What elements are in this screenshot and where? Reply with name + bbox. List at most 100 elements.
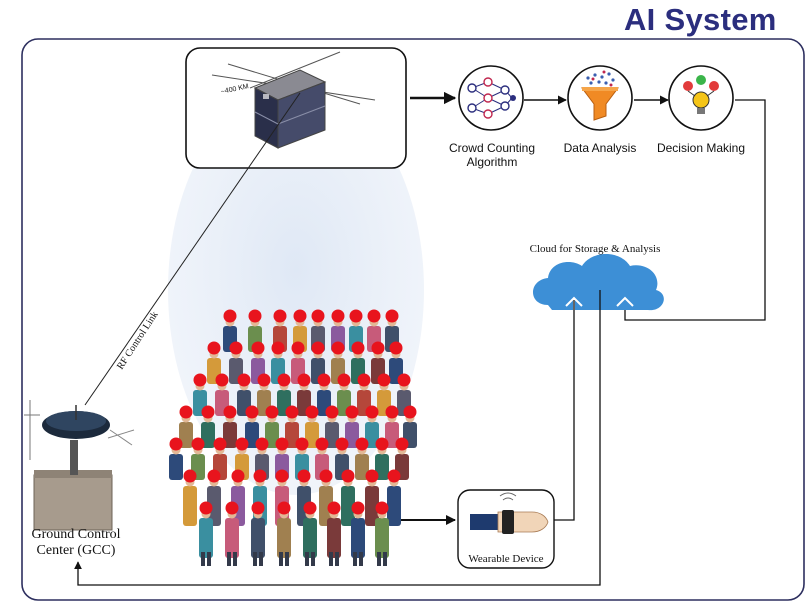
data-analysis-label: Data Analysis xyxy=(563,141,637,155)
person-leg xyxy=(279,552,283,566)
head-detection-marker xyxy=(365,405,379,419)
head-detection-marker xyxy=(213,437,227,451)
person-leg xyxy=(305,552,309,566)
person-leg xyxy=(359,552,363,566)
person-body xyxy=(245,422,259,448)
gcc-label-line2: Center (GCC) xyxy=(36,543,116,559)
head-detection-marker xyxy=(365,469,379,483)
crowd-counting-node xyxy=(458,65,524,131)
person-body xyxy=(341,486,355,526)
head-detection-marker xyxy=(199,501,213,515)
head-detection-marker xyxy=(367,309,381,323)
person-body xyxy=(387,486,401,526)
person-body xyxy=(385,422,399,448)
head-detection-marker xyxy=(245,405,259,419)
person-body xyxy=(327,518,341,558)
gcc-label-line1: Ground Control xyxy=(31,527,121,542)
person-leg xyxy=(377,552,381,566)
head-detection-marker xyxy=(371,341,385,355)
person-body xyxy=(345,422,359,448)
person-leg xyxy=(227,552,231,566)
person-body xyxy=(179,422,193,448)
head-detection-marker xyxy=(305,405,319,419)
head-detection-marker xyxy=(335,437,349,451)
head-detection-marker xyxy=(385,405,399,419)
head-detection-marker xyxy=(297,373,311,387)
page-title: AI System xyxy=(624,2,777,37)
cloud-label: Cloud for Storage & Analysis xyxy=(529,243,661,255)
head-detection-marker xyxy=(375,501,389,515)
person-leg xyxy=(207,552,211,566)
wearable-device-icon xyxy=(470,492,549,534)
person-body xyxy=(319,486,333,526)
head-detection-marker xyxy=(248,309,262,323)
head-detection-marker xyxy=(277,373,291,387)
crowd-counting-label-line2: Algorithm xyxy=(466,154,518,169)
person-body xyxy=(325,422,339,448)
head-detection-marker xyxy=(231,469,245,483)
head-detection-marker xyxy=(357,373,371,387)
head-detection-marker xyxy=(257,373,271,387)
head-detection-marker xyxy=(277,501,291,515)
data-analysis-node xyxy=(567,65,633,131)
head-detection-marker xyxy=(253,469,267,483)
cloud-icon xyxy=(533,254,664,316)
head-detection-marker xyxy=(291,341,305,355)
person-leg xyxy=(233,552,237,566)
head-detection-marker xyxy=(327,501,341,515)
head-detection-marker xyxy=(351,501,365,515)
person-body xyxy=(207,486,221,526)
head-detection-marker xyxy=(285,405,299,419)
person-body xyxy=(375,454,389,480)
head-detection-marker xyxy=(311,309,325,323)
head-detection-marker xyxy=(351,341,365,355)
person-body xyxy=(251,518,265,558)
head-detection-marker xyxy=(251,501,265,515)
person-body xyxy=(277,518,291,558)
head-detection-marker xyxy=(341,469,355,483)
head-detection-marker xyxy=(271,341,285,355)
head-detection-marker xyxy=(337,373,351,387)
head-detection-marker xyxy=(315,437,329,451)
connector-cloud-to-gcc xyxy=(74,290,601,586)
connector-wearable-to-cloud xyxy=(554,300,575,521)
head-detection-marker xyxy=(385,309,399,323)
gcc-label: Ground Control Center (GCC) xyxy=(14,527,138,559)
head-detection-marker xyxy=(255,437,269,451)
head-detection-marker xyxy=(317,373,331,387)
head-detection-marker xyxy=(193,373,207,387)
head-detection-marker xyxy=(319,469,333,483)
head-detection-marker xyxy=(331,341,345,355)
person-body xyxy=(201,422,215,448)
person-body xyxy=(223,422,237,448)
person-body xyxy=(355,454,369,480)
head-detection-marker xyxy=(191,437,205,451)
head-detection-marker xyxy=(375,437,389,451)
head-detection-marker xyxy=(355,437,369,451)
head-detection-marker xyxy=(389,341,403,355)
person-body xyxy=(305,422,319,448)
head-detection-marker xyxy=(275,469,289,483)
head-detection-marker xyxy=(273,309,287,323)
crowd-counting-label-line1: Crowd Counting xyxy=(448,141,536,155)
head-detection-marker xyxy=(207,341,221,355)
person-body xyxy=(225,518,239,558)
head-detection-marker xyxy=(201,405,215,419)
head-detection-marker xyxy=(295,437,309,451)
crowd-group xyxy=(169,309,417,566)
head-detection-marker xyxy=(275,437,289,451)
head-detection-marker xyxy=(251,341,265,355)
head-detection-marker xyxy=(225,501,239,515)
head-detection-marker xyxy=(311,341,325,355)
person-body xyxy=(375,518,389,558)
head-detection-marker xyxy=(297,469,311,483)
head-detection-marker xyxy=(223,405,237,419)
head-detection-marker xyxy=(229,341,243,355)
head-detection-marker xyxy=(235,437,249,451)
person-body xyxy=(199,518,213,558)
head-detection-marker xyxy=(265,405,279,419)
head-detection-marker xyxy=(215,373,229,387)
person-body xyxy=(285,422,299,448)
